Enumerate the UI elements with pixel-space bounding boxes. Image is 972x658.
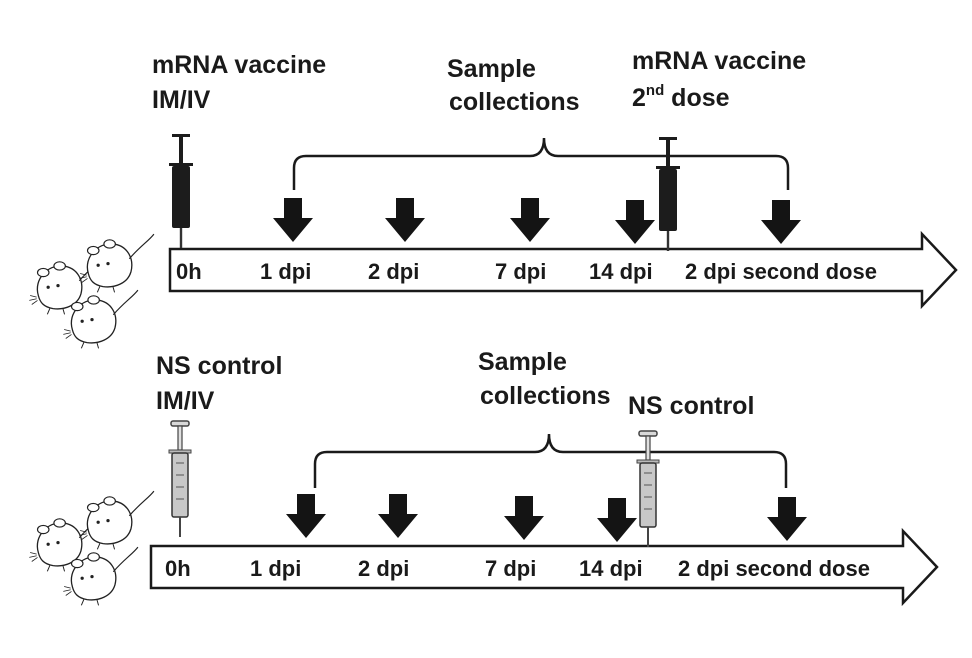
down-arrow-icon <box>510 198 550 242</box>
timepoint-label: 0h <box>176 259 202 284</box>
down-arrow-icon <box>615 200 655 244</box>
timepoint-label: 14 dpi <box>589 259 653 284</box>
panel-vaccine: mRNA vaccine IM/IV Sample collections mR… <box>28 47 958 349</box>
panel-control: NS control IM/IV Sample collections NS c… <box>28 348 939 606</box>
timepoint-label: 7 dpi <box>495 259 546 284</box>
collection-label-line1: Sample <box>447 55 536 83</box>
sample-collection-brace <box>292 137 790 190</box>
second-dose-label-line1: mRNA vaccine <box>632 47 806 75</box>
down-arrow-icon <box>761 200 801 244</box>
down-arrow-icon <box>597 498 637 542</box>
empty-syringe-icon <box>636 430 660 548</box>
down-arrow-icon <box>504 496 544 540</box>
mice-group-icon <box>28 233 155 349</box>
timepoint-label: 0h <box>165 556 191 581</box>
mice-group-icon <box>28 490 155 606</box>
timepoint-label: 1 dpi <box>250 556 301 581</box>
timepoint-label: 14 dpi <box>579 556 643 581</box>
injection-label-line1: NS control <box>156 352 282 380</box>
timepoint-label: 2 dpi <box>368 259 419 284</box>
second-dose-superscript: nd <box>646 82 664 99</box>
timepoint-label: 2 dpi second dose <box>685 259 877 284</box>
injection-label-line2: IM/IV <box>156 387 215 415</box>
filled-syringe-icon <box>656 137 680 251</box>
second-dose-number: 2 <box>632 84 646 112</box>
second-dose-rest: dose <box>664 84 729 112</box>
empty-syringe-icon <box>168 420 192 538</box>
injection-label-line2: IM/IV <box>152 86 211 114</box>
collection-label-line2: collections <box>449 88 580 116</box>
timepoint-label: 2 dpi second dose <box>678 556 870 581</box>
down-arrow-icon <box>385 198 425 242</box>
second-dose-label-line1: NS control <box>628 392 754 420</box>
down-arrow-icon <box>767 497 807 541</box>
collection-label-line2: collections <box>480 382 611 410</box>
down-arrow-icon <box>286 494 326 538</box>
timepoint-label: 7 dpi <box>485 556 536 581</box>
injection-label-line1: mRNA vaccine <box>152 51 326 79</box>
down-arrow-icon <box>273 198 313 242</box>
timepoint-label: 2 dpi <box>358 556 409 581</box>
down-arrow-icon <box>378 494 418 538</box>
filled-syringe-icon <box>169 134 193 248</box>
second-dose-label-line2: 2nd dose <box>632 82 730 112</box>
timepoint-label: 1 dpi <box>260 259 311 284</box>
sample-collection-brace <box>313 433 788 488</box>
collection-label-line1: Sample <box>478 348 567 376</box>
